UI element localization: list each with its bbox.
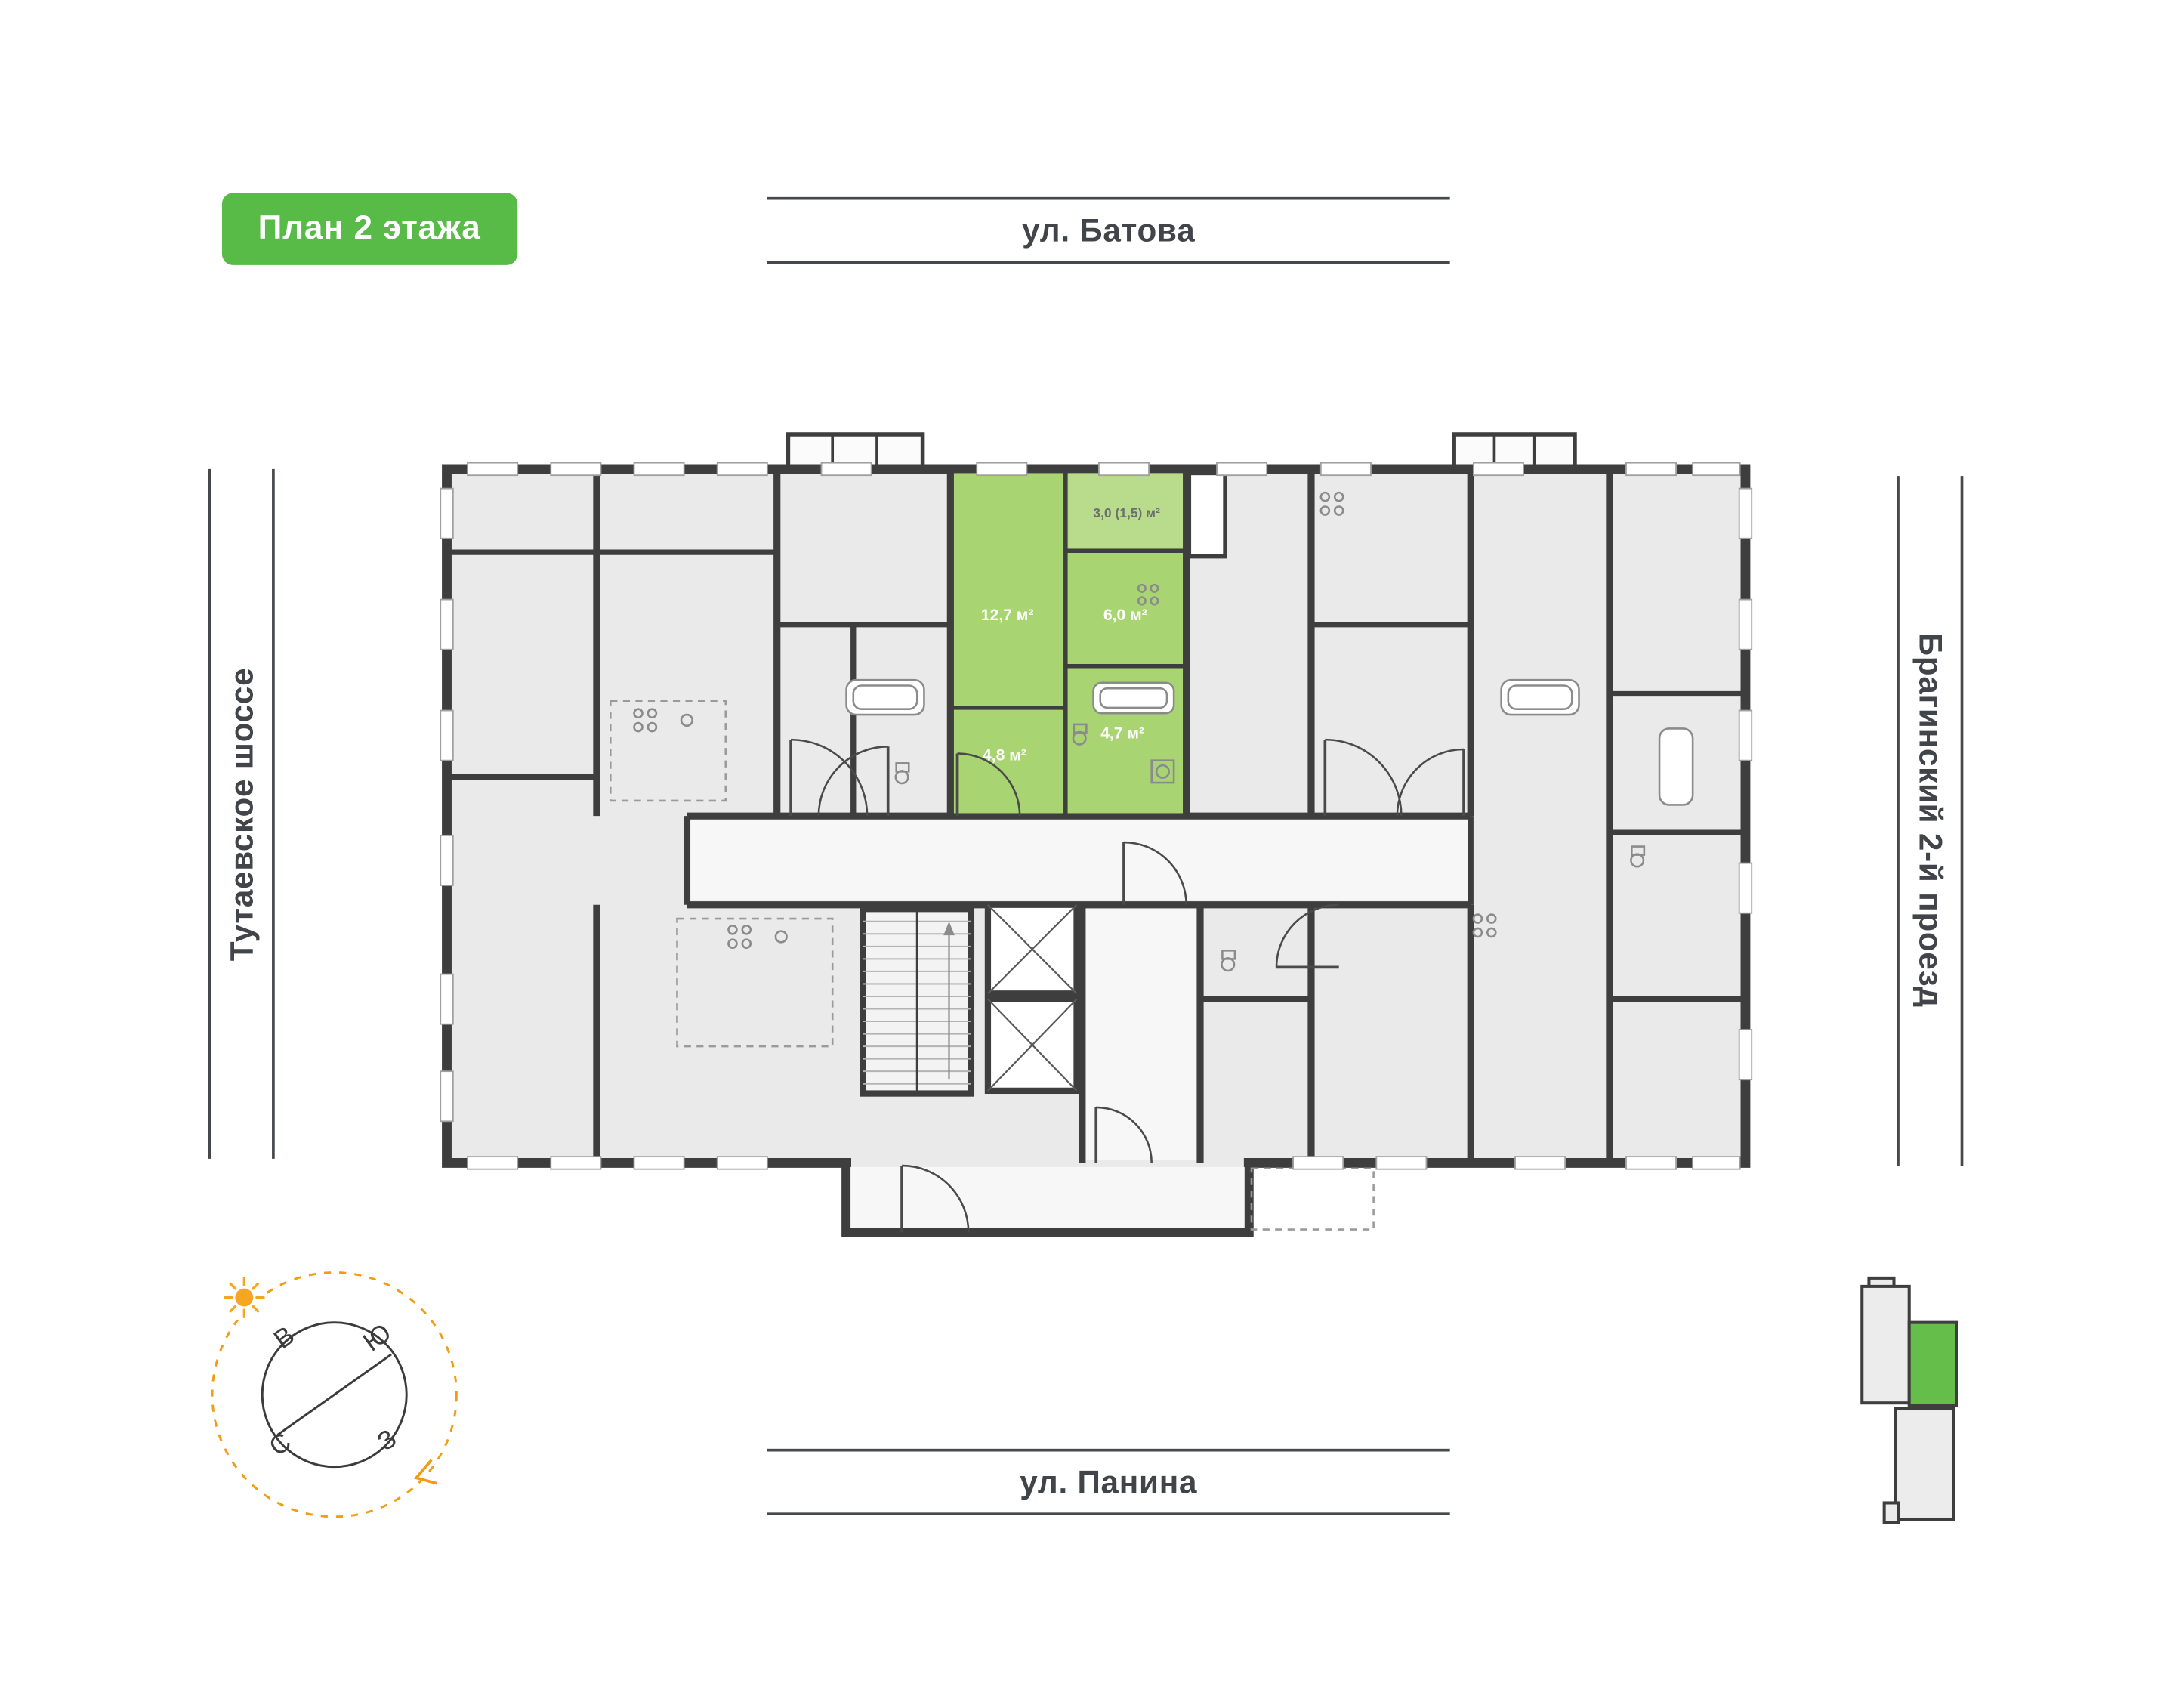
stove-icons [633,491,1497,949]
street-left-text: Тутаевское шоссе [222,667,259,961]
street-right-text: Брагинский 2-й проезд [1912,633,1949,1008]
stove-icon [1137,583,1159,606]
street-label-left: Тутаевское шоссе [208,468,275,1159]
compass-arrow-icon [413,1459,438,1485]
minimap-building-segment [1860,1284,1911,1405]
street-label-right: Брагинский 2-й проезд [1897,476,1964,1166]
vestibule [850,1166,1245,1228]
street-top-text: ул. Батова [1022,212,1196,248]
sun-icon [223,1277,265,1318]
partition-walls [446,549,1745,1002]
compass-dashed-circle [211,1271,458,1518]
living-area-label: 12,7 м² [981,607,1034,624]
compass-needle [276,1353,392,1436]
street-label-bottom: ул. Панина [767,1448,1450,1516]
doors [789,738,1465,1233]
apartment-walls [946,468,1190,817]
apartment-loggia [1068,473,1184,548]
entrance-lobby [1082,909,1201,1160]
bathtub-icon [845,678,925,716]
apartment-partitions [950,468,1187,817]
street-label-top: ул. Батова [767,196,1450,264]
fixtures [633,491,1694,972]
kitchen-area-label: 6,0 м² [1103,607,1147,624]
minimap-current-building[interactable] [1907,1320,1958,1407]
floor-plan: 3,0 (1,5) м² 12,7 м² 6,0 м² 4,8 м² 4,7 м… [440,432,1753,1237]
apartment-entry-door [955,752,1021,817]
toilet-icon [1072,723,1088,746]
highlighted-apartment[interactable]: 3,0 (1,5) м² 12,7 м² 6,0 м² 4,8 м² 4,7 м… [946,468,1190,817]
lightwell [1187,471,1227,559]
bathtub-icon [1658,727,1694,806]
sink-icons [680,713,788,944]
elevator-shafts [984,901,1080,1095]
windows [440,462,1753,1170]
toilet-icons [894,762,1646,972]
bathtub-icon [1092,681,1175,715]
loggia-area-label: 3,0 (1,5) м² [1093,505,1160,520]
entrance-canopy [1250,1167,1375,1231]
compass: В Ю С З [211,1271,458,1518]
stairwell [860,906,975,1097]
bathroom-area-label: 4,7 м² [1100,724,1144,742]
balcony-top-right [1452,432,1577,471]
floor-badge: План 2 этажа [221,193,517,265]
location-minimap[interactable] [1838,1270,1977,1533]
bathtub-inner-icon [1099,687,1168,709]
stairs-arrow-icon [943,921,955,936]
street-bottom-text: ул. Панина [1020,1463,1198,1500]
bathtub-icon [1500,678,1580,716]
washer-icon [1150,759,1175,784]
corridor [690,820,1468,901]
hallway-area-label: 4,8 м² [983,747,1026,764]
minimap-building-segment [1894,1407,1955,1521]
minimap-building-segment [1882,1501,1900,1524]
kitchen-zones [609,700,834,1048]
